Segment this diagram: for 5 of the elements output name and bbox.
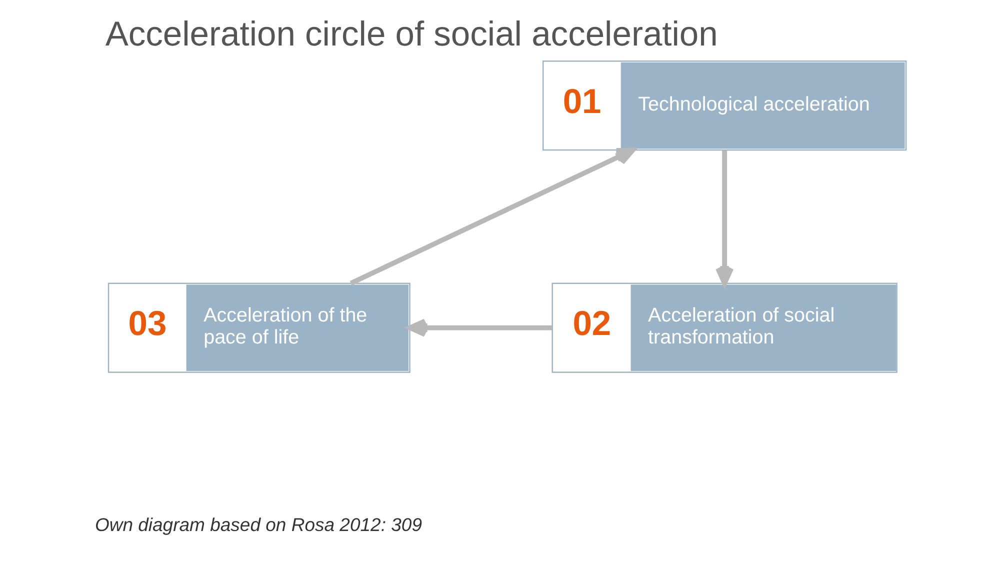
- caption: Own diagram based on Rosa 2012: 309: [94, 514, 422, 535]
- diagram-title: Acceleration circle of social acceleration: [104, 16, 718, 54]
- arrow: [714, 150, 734, 286]
- arrow: [349, 148, 635, 286]
- arrow: [407, 318, 552, 337]
